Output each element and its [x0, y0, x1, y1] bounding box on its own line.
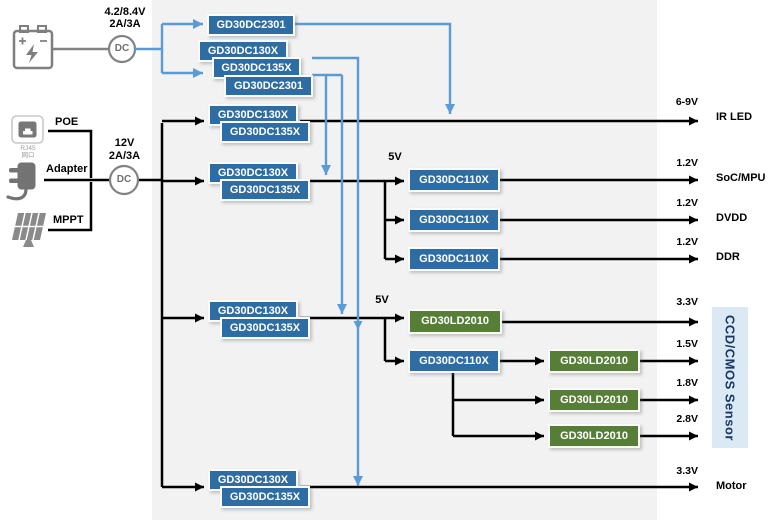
- chip-stack4-gd30dc130x: GD30DC130X: [208, 300, 298, 322]
- sensor-15-voltage: 1.5V: [676, 338, 698, 350]
- mppt-wire: [48, 182, 93, 232]
- irled-voltage: 6-9V: [675, 96, 698, 108]
- mppt-label: MPPT: [53, 214, 84, 226]
- rj45-icon: [11, 115, 44, 144]
- chip-stack3-gd30dc135x: GD30DC135X: [220, 179, 310, 201]
- chip-buck-soc: GD30DC110X: [408, 168, 500, 192]
- sensor-33-voltage: 3.3V: [676, 296, 698, 308]
- irled-target: IR LED: [716, 111, 753, 123]
- solar-panel-icon: [12, 212, 46, 247]
- poe-wire: [48, 129, 93, 178]
- black-wires: [44, 116, 698, 492]
- dc-label-battery: DC: [114, 43, 130, 54]
- dvdd-target: DVDD: [716, 212, 748, 224]
- boost-2301-to-irled: [295, 22, 455, 114]
- power-adapter-icon: [6, 162, 36, 201]
- chip-stack5-gd30dc130x: GD30DC130X: [208, 469, 298, 491]
- rail-5v-a-label: 5V: [388, 151, 402, 163]
- battery-icon: [12, 25, 54, 70]
- ddr-target: DDR: [716, 251, 740, 263]
- rj45-caption-line2: 网口: [21, 152, 35, 159]
- chip-ldo-15: GD30LD2010: [548, 349, 640, 373]
- soc-target: SoC/MPU: [716, 172, 766, 184]
- chip-stack1-gd30dc2301: GD30DC2301: [224, 75, 313, 97]
- battery-current-label: 2A/3A: [109, 18, 141, 30]
- chip-ldo-33: GD30LD2010: [408, 309, 502, 334]
- chip-stack5-gd30dc135x: GD30DC135X: [220, 486, 310, 508]
- motor-voltage: 3.3V: [676, 465, 698, 477]
- stack1-to-motor: [312, 56, 363, 486]
- battery-voltage-label: 4.2/8.4V: [104, 6, 146, 18]
- dc-converter-circle-main: [108, 164, 140, 196]
- soc-voltage: 1.2V: [676, 157, 698, 169]
- source-elements: [53, 34, 140, 196]
- chip-buck-dvdd: GD30DC110X: [408, 208, 500, 232]
- chip-buck-ddr: GD30DC110X: [408, 247, 500, 271]
- chip-ldo-28: GD30LD2010: [548, 424, 640, 448]
- ccd-cmos-sensor-block: CCD/CMOS Sensor: [712, 307, 748, 448]
- chip-buck-sensor: GD30DC110X: [408, 349, 500, 373]
- rail-5v-b-label: 5V: [375, 294, 389, 306]
- poe-label: POE: [55, 116, 79, 128]
- adapter-label: Adapter: [46, 163, 88, 175]
- chip-stack2-gd30dc135x: GD30DC135X: [220, 121, 310, 143]
- chip-ldo-18: GD30LD2010: [548, 388, 640, 412]
- sensor-28-voltage: 2.8V: [676, 413, 698, 425]
- sensor-18-voltage: 1.8V: [676, 377, 698, 389]
- motor-target: Motor: [716, 480, 747, 492]
- main-voltage-label: 12V: [114, 137, 135, 149]
- dvdd-voltage: 1.2V: [676, 197, 698, 209]
- dc-label-main: DC: [116, 174, 132, 185]
- mid-arrowhead: [353, 321, 363, 330]
- rj45-caption-line1: RJ45: [20, 145, 36, 152]
- chip-stack4-gd30dc135x: GD30DC135X: [220, 317, 310, 339]
- chip-boost-gd30dc2301: GD30DC2301: [207, 14, 295, 36]
- ddr-voltage: 1.2V: [676, 236, 698, 248]
- main-current-label: 2A/3A: [108, 150, 141, 162]
- blue-wires: [135, 19, 455, 486]
